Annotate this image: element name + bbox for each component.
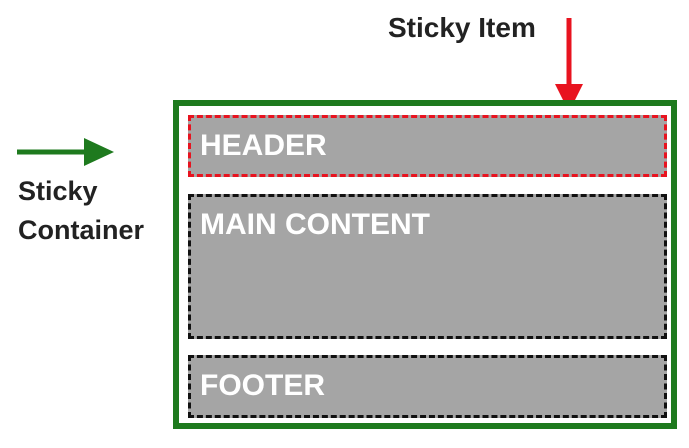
footer-section: FOOTER <box>188 355 667 418</box>
sticky-container-label-line1: Sticky <box>18 176 98 206</box>
main-content-section: MAIN CONTENT <box>188 194 667 339</box>
sticky-container-label-line2: Container <box>18 215 145 245</box>
sticky-container-label: Sticky Container <box>18 172 144 250</box>
header-section-label: HEADER <box>200 129 327 162</box>
footer-section-label: FOOTER <box>200 369 325 402</box>
sticky-item-arrow-icon <box>555 18 583 112</box>
main-content-section-label: MAIN CONTENT <box>200 208 430 241</box>
header-section: HEADER <box>188 115 667 177</box>
sticky-item-label: Sticky Item <box>388 12 536 43</box>
sticky-container-arrow-icon <box>17 138 114 166</box>
